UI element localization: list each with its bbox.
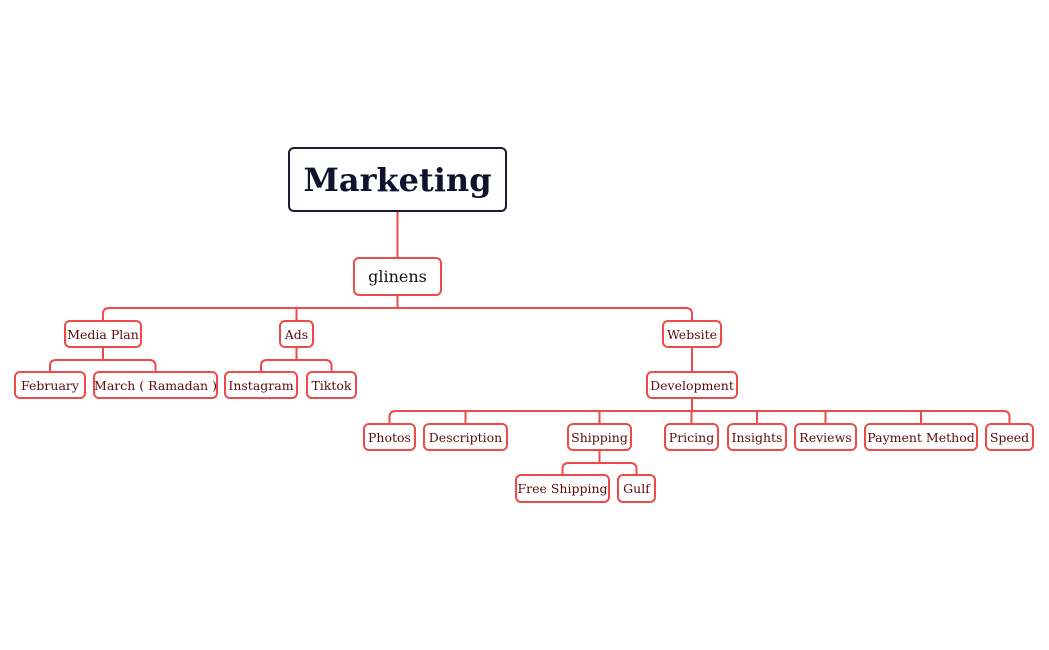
node-reviews[interactable]: Reviews [794, 423, 857, 451]
node-tiktok[interactable]: Tiktok [306, 371, 357, 399]
node-february[interactable]: February [14, 371, 86, 399]
node-instagram[interactable]: Instagram [224, 371, 298, 399]
node-march-ramadan[interactable]: March ( Ramadan ) [93, 371, 218, 399]
connector-media-plan-children [49, 348, 157, 371]
connector-glinens-children [102, 296, 693, 320]
node-glinens[interactable]: glinens [353, 257, 442, 296]
node-marketing[interactable]: Marketing [288, 147, 507, 212]
node-ads[interactable]: Ads [279, 320, 314, 348]
node-insights[interactable]: Insights [727, 423, 787, 451]
node-payment-method[interactable]: Payment Method [864, 423, 978, 451]
connector-ads-children [260, 348, 333, 371]
node-gulf[interactable]: Gulf [617, 474, 656, 503]
node-website[interactable]: Website [662, 320, 722, 348]
node-development[interactable]: Development [646, 371, 738, 399]
node-free-shipping[interactable]: Free Shipping [515, 474, 610, 503]
connector-shipping-children [561, 451, 638, 474]
node-description[interactable]: Description [423, 423, 508, 451]
node-shipping[interactable]: Shipping [567, 423, 632, 451]
node-speed[interactable]: Speed [985, 423, 1034, 451]
node-media-plan[interactable]: Media Plan [64, 320, 142, 348]
node-photos[interactable]: Photos [363, 423, 416, 451]
connector-development-children [388, 399, 1011, 423]
node-pricing[interactable]: Pricing [664, 423, 719, 451]
